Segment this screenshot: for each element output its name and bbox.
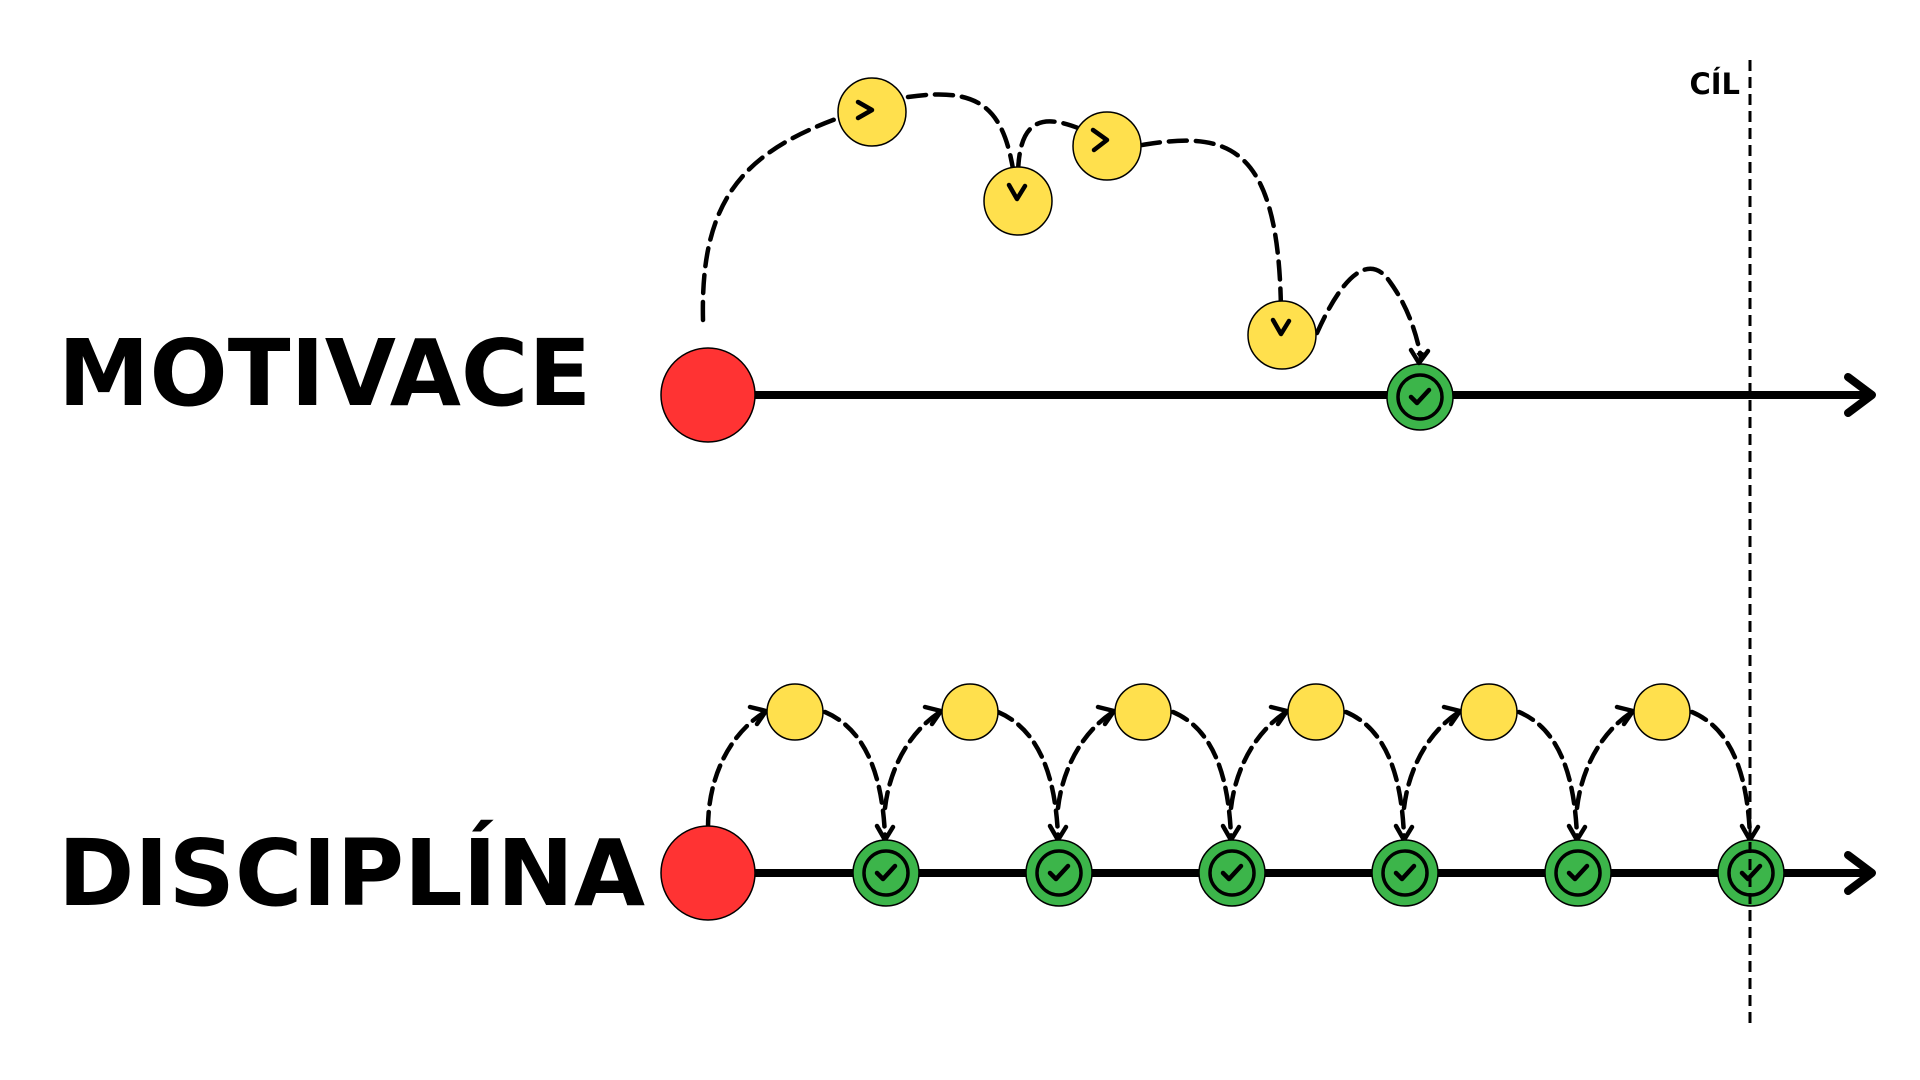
check-circle-icon <box>1386 363 1454 431</box>
discipline-jump-down-1 <box>822 709 888 839</box>
discipline-jump-down-3 <box>1170 709 1234 839</box>
motivation-track <box>660 77 1876 443</box>
discipline-checkpoints <box>852 839 1785 907</box>
row-label-discipline: DISCIPLÍNA <box>58 819 645 927</box>
discipline-jump-down-5 <box>1516 709 1580 839</box>
yellow-circle-icon <box>766 683 824 741</box>
check-circle-icon <box>1198 839 1266 907</box>
discipline-jump-up-3 <box>1055 709 1116 811</box>
discipline-track <box>660 683 1876 921</box>
check-circle-icon <box>852 839 920 907</box>
yellow-circle-icon <box>1114 683 1172 741</box>
discipline-waypoints <box>766 683 1691 741</box>
motivation-jump-5 <box>1314 266 1421 361</box>
check-circle-icon <box>1544 839 1612 907</box>
discipline-jump-up-5 <box>1401 709 1462 811</box>
motivation-start-icon <box>660 347 756 443</box>
motivation-timeline-axis <box>706 373 1876 417</box>
check-circle-icon <box>1025 839 1093 907</box>
yellow-circle-icon <box>941 683 999 741</box>
motivation-waypoints <box>837 77 1317 370</box>
yellow-circle-icon <box>1460 683 1518 741</box>
yellow-circle-icon <box>1633 683 1691 741</box>
discipline-jump-up-1 <box>705 709 768 831</box>
discipline-jump-up-2 <box>882 709 943 811</box>
discipline-jump-down-2 <box>995 709 1061 839</box>
yellow-circle-icon <box>1072 111 1142 181</box>
row-label-motivation: MOTIVACE <box>58 320 591 427</box>
discipline-jump-down-4 <box>1343 709 1407 839</box>
yellow-circle-icon <box>1287 683 1345 741</box>
discipline-jump-up-6 <box>1574 709 1635 811</box>
motivation-jump-1 <box>700 105 871 323</box>
check-circle-icon <box>1371 839 1439 907</box>
goal-label: CÍL <box>1689 67 1740 101</box>
goal-marker: CÍL <box>1689 60 1752 1025</box>
motivation-jump-4 <box>1139 138 1281 335</box>
discipline-start-icon <box>660 825 756 921</box>
discipline-jump-up-4 <box>1228 709 1289 811</box>
discipline-jump-down-6 <box>1689 709 1753 839</box>
